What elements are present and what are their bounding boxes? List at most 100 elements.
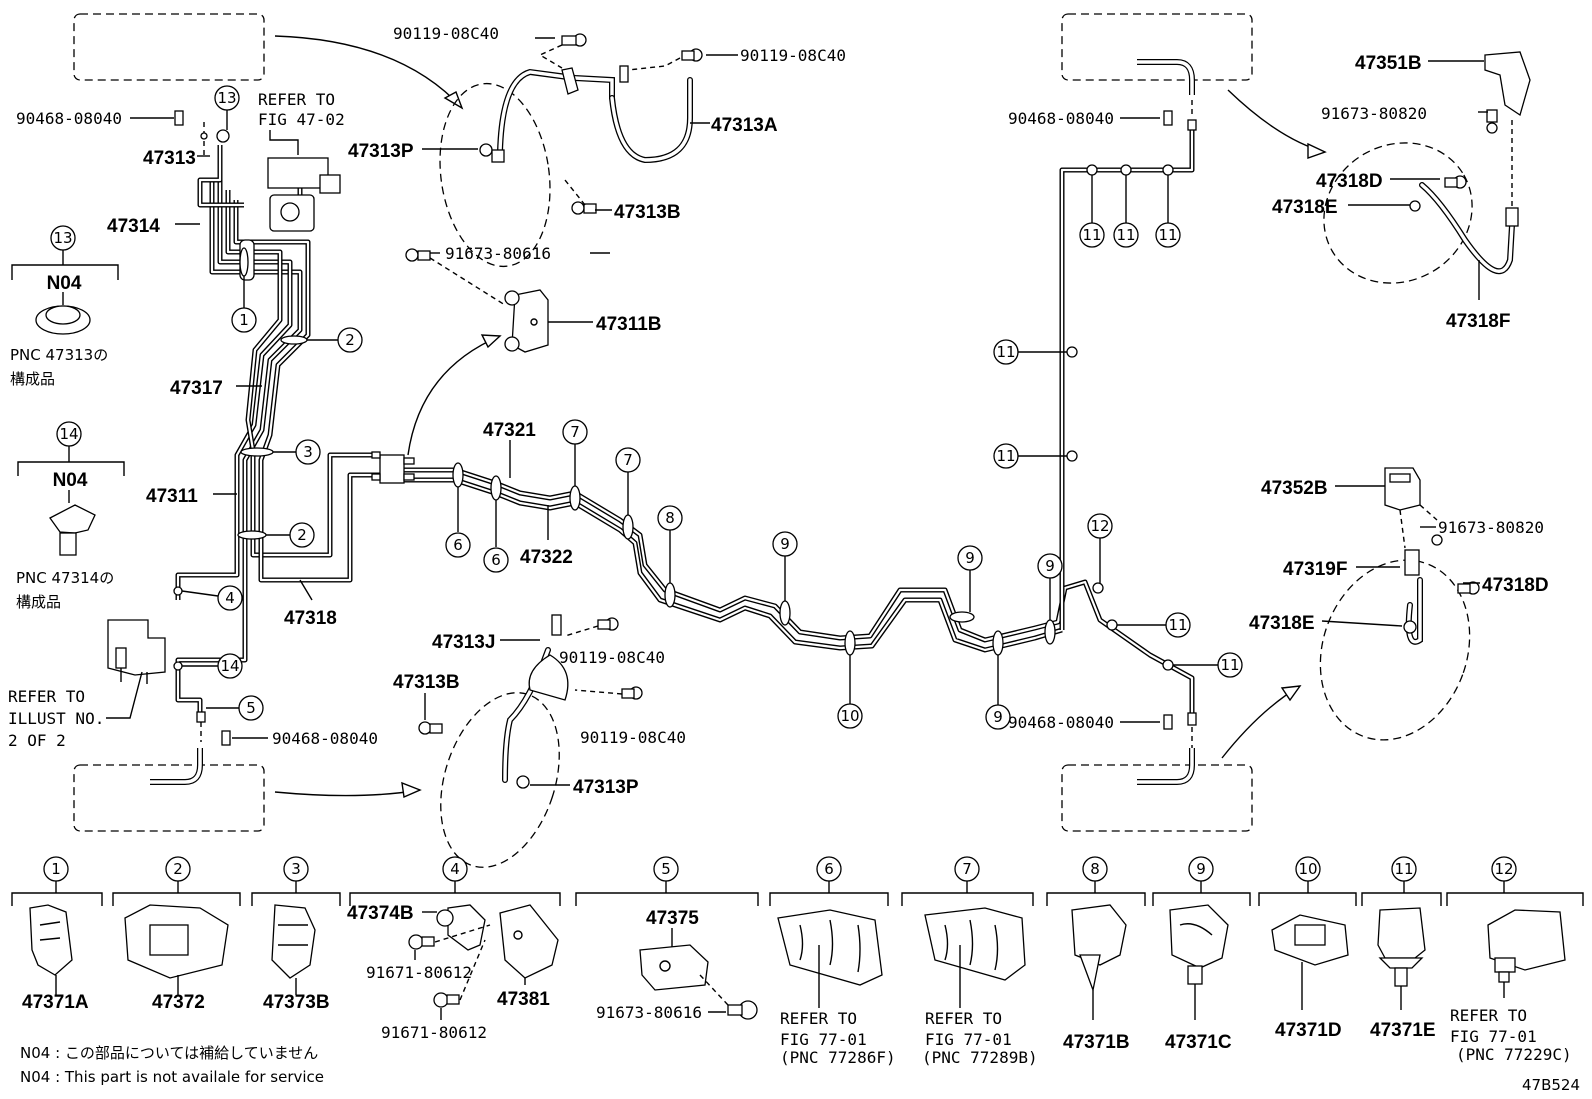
legend-item-9: 9 47371C [1152,856,1251,1053]
direction-arrows [274,35,1327,799]
clip-2-mark [280,335,308,345]
label-47318E-top: 47318E [1272,197,1338,218]
label-91673-80820-a: 91673-80820 [1321,104,1427,123]
legend-5-num: 5 [661,860,671,878]
marker-11g: 11 [1158,226,1177,244]
legend-item-4: 4 47374B 91671-80612 91671-80612 47381 [347,856,561,1042]
marker-11d: 11 [996,447,1015,465]
marker-9: 9 [780,535,790,553]
legend-6-part-a: REFER TO [780,1009,857,1028]
joint-block [371,451,415,484]
legend-11-num: 11 [1394,860,1413,878]
marker-1: 1 [239,311,249,329]
rear-right-fitting [1187,712,1197,726]
legend-6-part-c: (PNC 77286F) [780,1048,896,1067]
label-90119-08C40-c: 90119-08C40 [559,648,665,667]
legend-4-part-d: 47381 [497,989,550,1010]
note-14-text-1: PNC 47314の [16,569,114,587]
legend-item-11: 11 47371E [1361,856,1442,1041]
marker-6b: 6 [491,551,501,569]
marker-3: 3 [303,443,313,461]
label-90119-08C40-a: 90119-08C40 [393,24,499,43]
marker-9b: 9 [965,549,975,567]
diagram-id: 47B524 [1522,1076,1580,1094]
legend-4-part-b: 91671-80612 [366,963,472,982]
label-90468-08040-a: 90468-08040 [16,109,122,128]
clip-14-mark [173,661,183,671]
label-47313B-top: 47313B [614,202,681,223]
label-90468-08040-c: 90468-08040 [1008,109,1114,128]
marker-6: 6 [453,536,463,554]
legend-11-part: 47371E [1370,1020,1436,1041]
clip-3-mark [240,447,274,457]
marker-10: 10 [840,707,859,725]
legend-12-part-a: REFER TO [1450,1006,1527,1025]
marker-14: 14 [220,657,239,675]
legend-2-num: 2 [173,860,183,878]
marker-4: 4 [225,589,235,607]
legend-1-num: 1 [51,860,61,878]
label-90119-08C40-b: 90119-08C40 [740,46,846,65]
legend-item-1: 1 47371A [11,856,103,1013]
flex-hose-front-left [479,33,703,215]
label-47322: 47322 [520,547,573,568]
flex-hose-rear-right [1384,467,1480,645]
legend-item-10: 10 47371D [1258,856,1357,1041]
flex-hose-rear-left [418,614,643,789]
label-47313P-top: 47313P [348,141,414,162]
legend-12-part-c: (PNC 77229C) [1456,1045,1572,1064]
clip-2b-mark [237,530,267,540]
label-47318D-top: 47318D [1316,171,1383,192]
label-47318D-bottom: 47318D [1482,575,1549,596]
legend-4-part-c: 91671-80612 [381,1023,487,1042]
marker-11: 11 [1168,616,1187,634]
refer-fig-47-02-line2: FIG 47-02 [258,110,345,129]
wheel-box-rear-right [1061,748,1253,832]
label-47318: 47318 [284,608,337,629]
label-90468-08040-d: 90468-08040 [1008,713,1114,732]
label-47313P-bottom: 47313P [573,777,639,798]
master-cylinder-body [239,157,341,281]
clip-1-mark [239,247,249,277]
note-13-code: N04 [47,273,82,294]
label-91673-80616: 91673-80616 [445,244,551,263]
clip-markers: 1 2 3 2 4 14 5 13 6 6 7 7 8 9 10 9 9 9 [181,85,1243,730]
legend-4-part-a: 47374B [347,903,414,924]
wheel-box-front-right [1061,13,1253,95]
label-47319F: 47319F [1283,559,1347,580]
marker-9d: 9 [1045,557,1055,575]
label-47317: 47317 [170,378,223,399]
label-47314: 47314 [107,216,160,237]
label-90119-08C40-d: 90119-08C40 [580,728,686,747]
refer-illust-leader [106,671,143,719]
legend-1-part: 47371A [22,992,89,1013]
label-47352B: 47352B [1261,478,1328,499]
detail-front-left [439,82,551,268]
wheel-box-rear-left [73,748,265,832]
label-90468-08040-b: 90468-08040 [272,729,378,748]
legend-6-num: 6 [824,860,834,878]
legend-3-part: 47373B [263,992,330,1013]
detail-rear-right [1319,559,1471,741]
legend-item-5: 5 47375 91673-80616 [575,856,759,1022]
refer-notes: REFER TO FIG 47-02 REFER TO ILLUST NO. 2… [8,90,345,750]
legend-10-num: 10 [1298,860,1317,878]
note-n04-13: 13 N04 PNC 47313の 構成品 [10,225,119,388]
bracket-47311B [405,248,549,353]
label-47313B-bottom: 47313B [393,672,460,693]
label-47311: 47311 [146,486,198,507]
marker-7b: 7 [623,451,633,469]
legend-8-num: 8 [1090,860,1100,878]
legend-10-part: 47371D [1275,1020,1342,1041]
marker-11e: 11 [1082,226,1101,244]
note-14-text-2: 構成品 [16,593,61,611]
note-14-num: 14 [59,425,78,443]
refer-fig-47-02-line1: REFER TO [258,90,335,109]
legend-5-part-b: 91673-80616 [596,1003,702,1022]
legend-7-part-b: FIG 77-01 [925,1030,1012,1049]
note-13-num: 13 [53,229,72,247]
legend-4-num: 4 [450,860,460,878]
label-47311B: 47311B [596,314,662,335]
legend-5-part-a: 47375 [646,908,699,929]
main-line-clips [452,164,1174,671]
